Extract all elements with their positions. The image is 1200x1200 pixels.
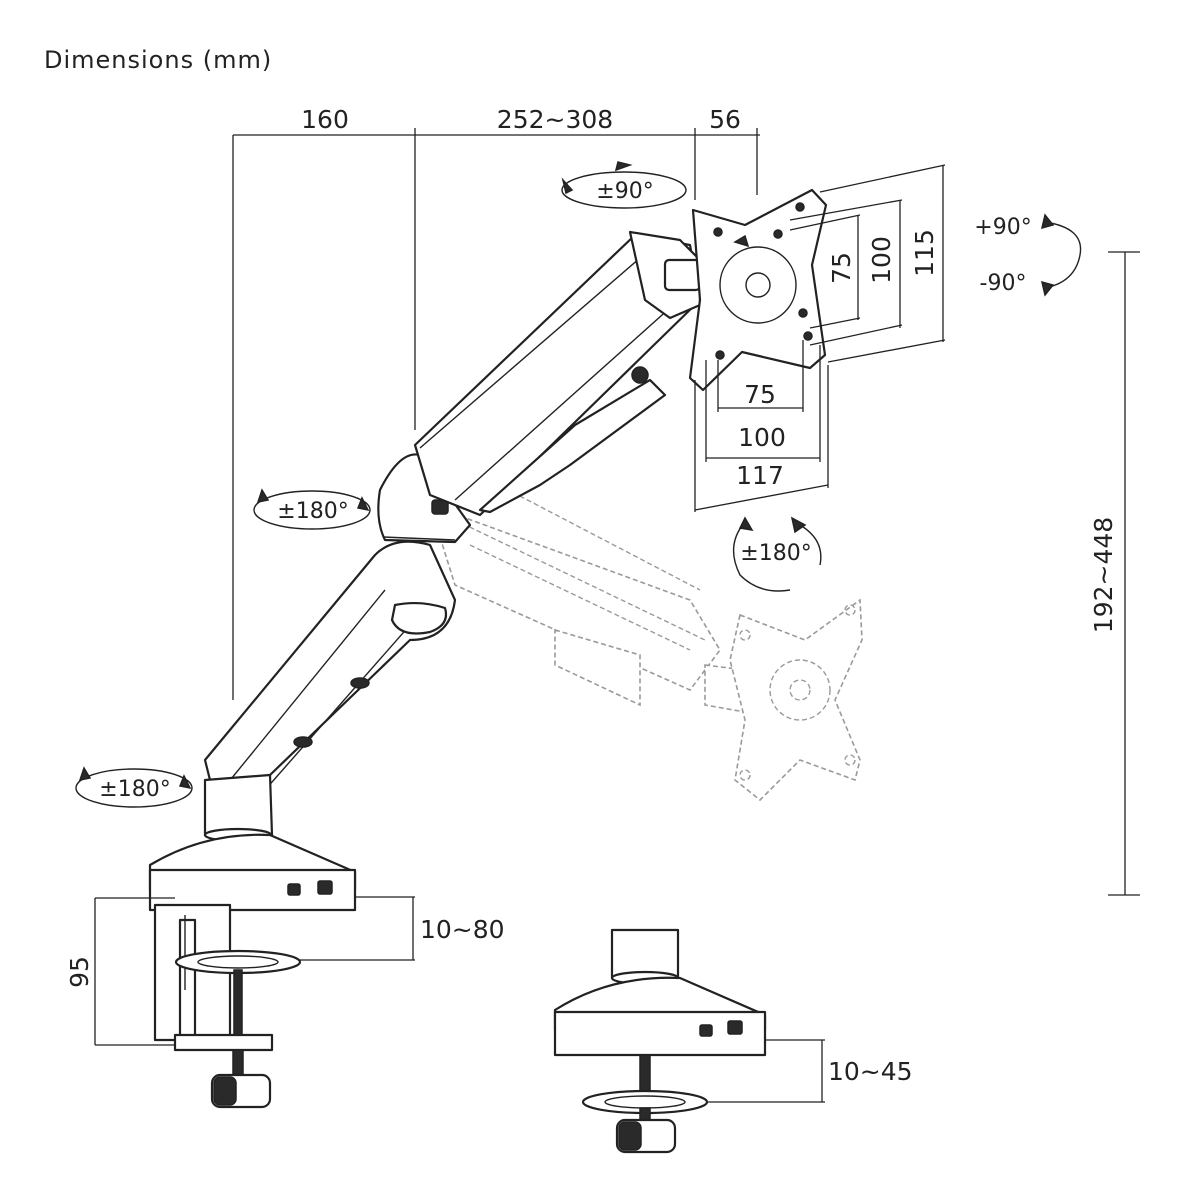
- dim-arm-reach: 252~308: [497, 105, 613, 134]
- label-plate-swivel: ±90°: [596, 179, 653, 204]
- ghost-arm-position: [428, 469, 863, 802]
- clamp-base-illustration: [148, 773, 357, 1109]
- dim-clamp-desk-range: 10~80: [420, 915, 505, 944]
- dim-grommet-desk-range: 10~45: [828, 1057, 913, 1086]
- dim-vesa-v-75: 75: [827, 252, 856, 284]
- dim-vesa-h-100: 100: [738, 423, 786, 452]
- rotation-indicator-plate-rotation: [732, 516, 822, 592]
- drawing-title: Dimensions (mm): [44, 46, 272, 74]
- label-base-swivel: ±180°: [99, 777, 170, 802]
- label-elbow-swivel: ±180°: [277, 499, 348, 524]
- rotation-indicator-base-swivel: [75, 766, 193, 808]
- dim-plate-height: 115: [910, 229, 939, 277]
- vesa-plate: [688, 188, 828, 392]
- dim-plate-width: 117: [736, 461, 784, 490]
- dim-height-range: 192~448: [1089, 517, 1118, 633]
- label-tilt-up: +90°: [974, 215, 1031, 240]
- dimension-lines: [94, 128, 1140, 1103]
- dim-head-depth: 56: [709, 105, 741, 134]
- dim-arm-base-offset: 160: [301, 105, 349, 134]
- grommet-base-illustration: [553, 928, 767, 1154]
- label-tilt-down: -90°: [980, 271, 1027, 296]
- dim-vesa-h-75: 75: [744, 380, 776, 409]
- label-plate-rotation: ±180°: [740, 541, 811, 566]
- dim-vesa-v-100: 100: [867, 236, 896, 284]
- rotation-indicator-elbow-swivel: [253, 488, 371, 530]
- dim-clamp-height: 95: [65, 956, 94, 988]
- rotation-indicator-tilt: [1040, 213, 1082, 297]
- monitor-arm-illustration: [203, 230, 702, 802]
- rotation-indicator-plate-swivel: [561, 161, 687, 209]
